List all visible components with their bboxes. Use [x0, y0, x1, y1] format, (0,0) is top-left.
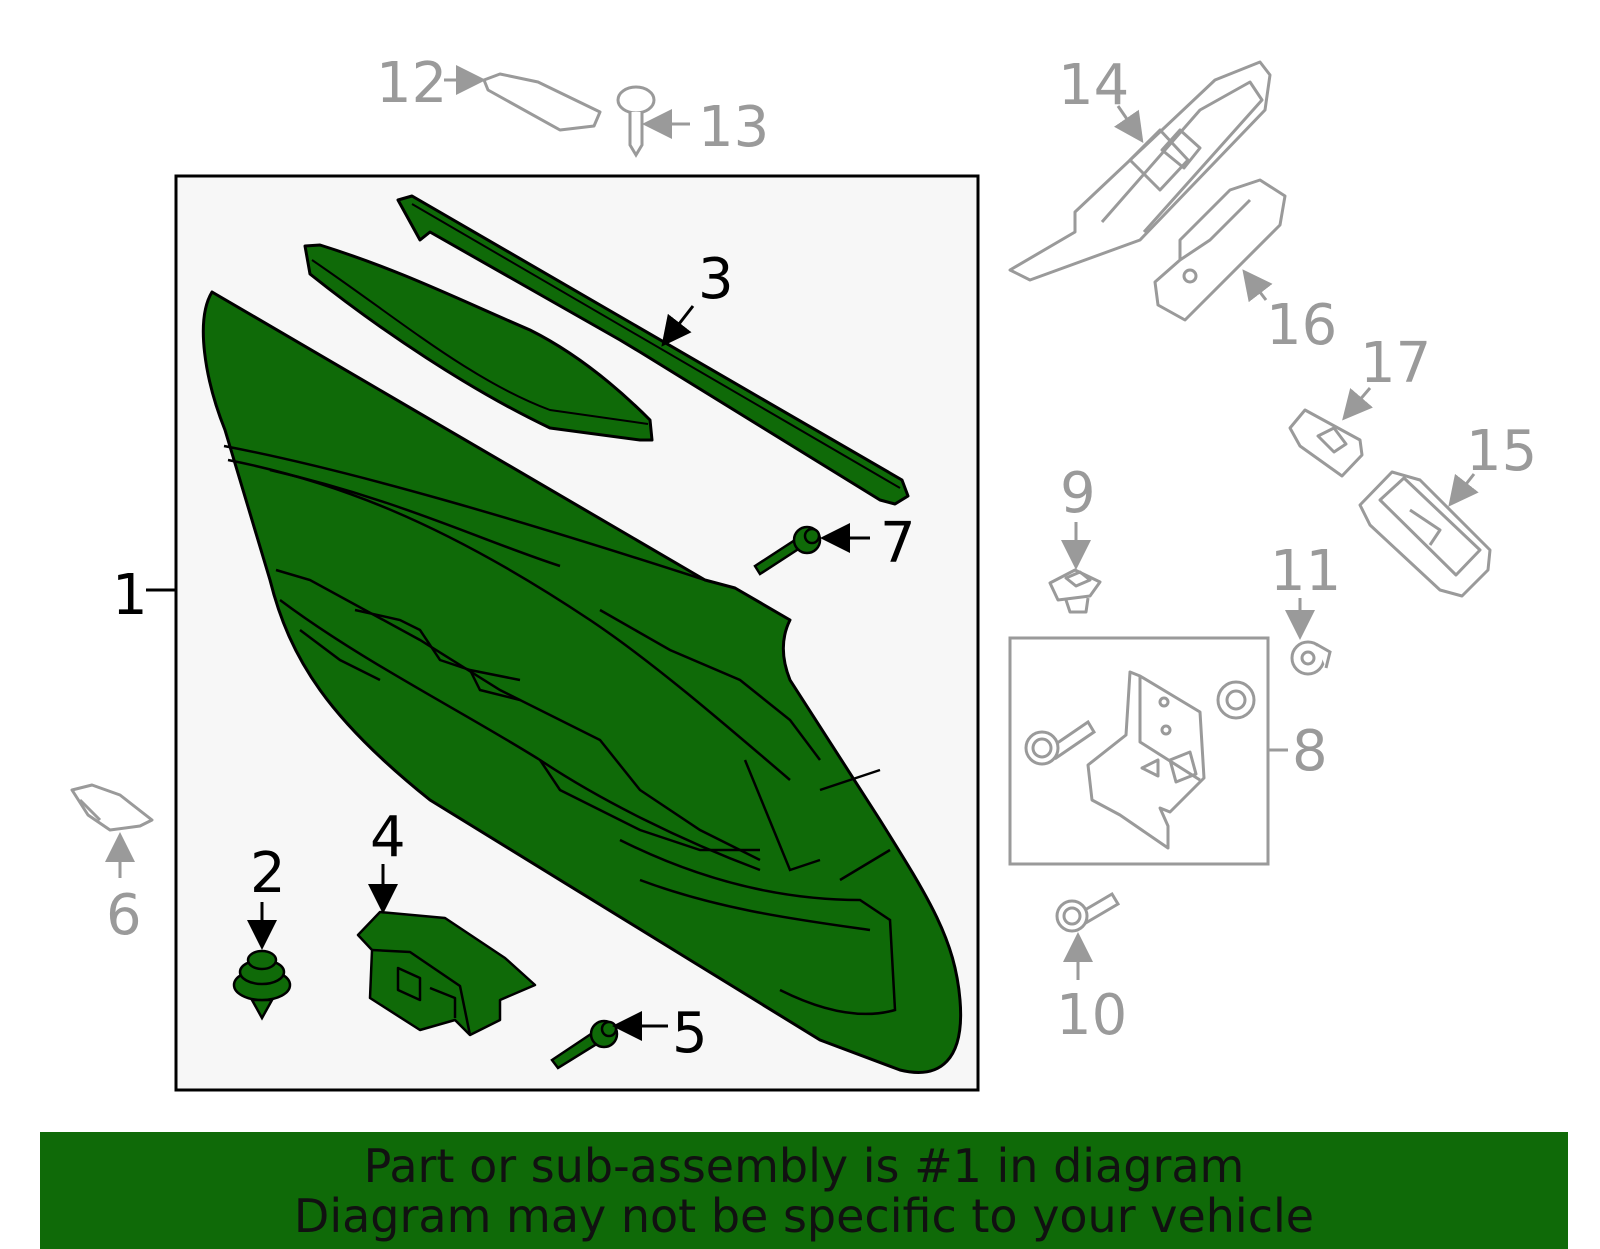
callout-1: 1 [112, 563, 148, 628]
callout-9: 9 [1060, 461, 1096, 526]
callout-15: 15 [1466, 419, 1537, 484]
callout-5: 5 [672, 1001, 708, 1066]
part-13-screw[interactable] [616, 85, 656, 158]
callout-13: 13 [698, 95, 769, 160]
part-1-upper-pad[interactable] [303, 243, 654, 442]
part-8-bracket[interactable] [1086, 670, 1256, 850]
part-9-clip[interactable] [1048, 568, 1102, 614]
part-16-switch[interactable] [1153, 178, 1287, 322]
callout-11: 11 [1270, 539, 1341, 604]
part-7-screw[interactable] [753, 525, 822, 576]
callout-labels: 1 2 3 4 5 7 6 12 13 14 16 17 15 9 11 8 1… [106, 51, 1537, 1066]
callout-3: 3 [698, 247, 734, 312]
part-10-screw[interactable] [1055, 891, 1121, 933]
banner-line-1: Part or sub-assembly is #1 in diagram [363, 1139, 1245, 1193]
part-14-switch-bezel[interactable] [1008, 60, 1272, 282]
callout-6: 6 [106, 883, 142, 948]
part-15-switch[interactable] [1358, 470, 1492, 598]
callout-10: 10 [1056, 983, 1127, 1048]
leader-lines-gray [105, 65, 1479, 980]
part-3-belt-molding[interactable] [396, 194, 910, 506]
part-8-screw[interactable] [1024, 719, 1097, 766]
callout-17: 17 [1360, 331, 1431, 396]
part-17-switch[interactable] [1288, 408, 1364, 478]
callout-16: 16 [1266, 293, 1337, 358]
part-12-cover[interactable] [482, 72, 602, 132]
leader-lines-black [146, 305, 870, 1041]
callout-12: 12 [376, 51, 447, 116]
part-4-bracket[interactable] [356, 910, 537, 1037]
callout-4: 4 [370, 805, 406, 870]
banner-line-2: Diagram may not be specific to your vehi… [293, 1189, 1315, 1243]
part-1-detail-lines [223, 444, 897, 1016]
part-11-grommet[interactable] [1290, 640, 1332, 676]
part-2-clip[interactable] [232, 949, 292, 1021]
info-banner: Part or sub-assembly is #1 in diagram Di… [40, 1132, 1568, 1249]
callout-2: 2 [250, 841, 286, 906]
part-6-cover[interactable] [70, 783, 154, 832]
callout-8: 8 [1292, 719, 1328, 784]
callout-14: 14 [1058, 53, 1129, 118]
callout-7: 7 [880, 511, 916, 576]
